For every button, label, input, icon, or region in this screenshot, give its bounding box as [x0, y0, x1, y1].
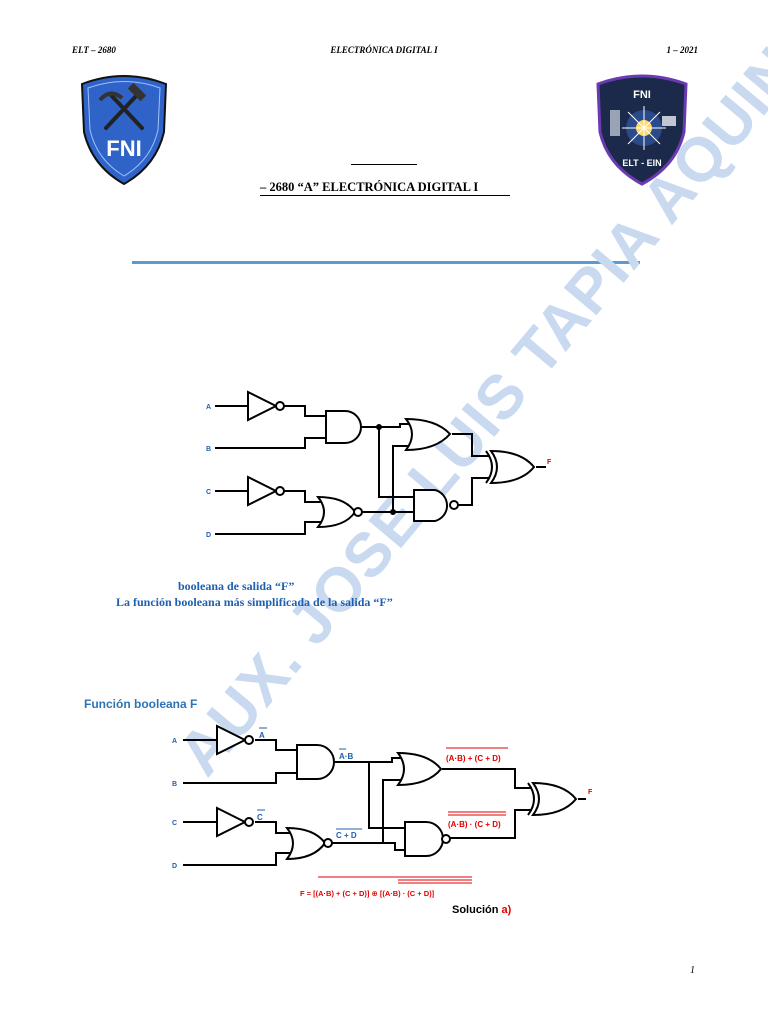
- logo-right-bottom-text: ELT - EIN: [622, 158, 661, 168]
- nand-gate-out-solution: [404, 821, 444, 857]
- not-gate-c: [247, 475, 279, 507]
- input-label-b-solution: B: [172, 781, 177, 788]
- divider-rule: [132, 261, 640, 264]
- not-gate-a: [247, 390, 279, 422]
- label-nor-cd: C + D: [336, 831, 357, 840]
- page-number: 1: [690, 965, 695, 976]
- input-label-d: D: [206, 532, 211, 539]
- input-label-c-solution: C: [172, 820, 177, 827]
- f-expression: F = [(A·B) + (C + D)] ⊕ [(A·B) · (C + D)…: [300, 889, 435, 898]
- label-or-output: (A·B) + (C + D): [446, 754, 501, 763]
- and-gate-ab: [325, 410, 362, 444]
- label-not-c: C: [257, 813, 263, 822]
- header-course-code: ELT – 2680: [72, 45, 116, 55]
- output-label-f-solution: F: [588, 789, 593, 796]
- not-gate-c-solution: [216, 806, 248, 838]
- label-and-ab: A·B: [339, 752, 353, 761]
- solution-text: Solución: [452, 904, 499, 916]
- question-a: booleana de salida “F”: [178, 579, 295, 593]
- input-label-c: C: [206, 489, 211, 496]
- input-label-a-solution: A: [172, 738, 177, 745]
- section-title: Función booleana F: [84, 697, 198, 711]
- and-gate-ab-solution: [296, 744, 335, 780]
- header-course-name: ELECTRÓNICA DIGITAL I: [330, 45, 438, 55]
- output-label-f: F: [547, 459, 552, 466]
- nor-gate-cd: [315, 495, 357, 529]
- question-b: La función booleana más simplificada de …: [116, 595, 393, 609]
- input-label-d-solution: D: [172, 863, 177, 870]
- header-term: 1 – 2021: [666, 45, 699, 55]
- xor-gate-f-solution: [531, 781, 578, 817]
- nor-gate-cd-solution: [284, 826, 327, 861]
- course-title: – 2680 “A” ELECTRÓNICA DIGITAL I: [260, 180, 510, 196]
- label-not-a: A: [259, 731, 265, 740]
- elt-ein-logo: FNI ELT - EIN: [596, 74, 688, 186]
- xor-gate-f: [489, 449, 536, 485]
- input-label-b: B: [206, 446, 211, 453]
- or-gate-out: [403, 417, 452, 452]
- logo-left-text: FNI: [106, 136, 141, 161]
- logo-right-top-text: FNI: [633, 89, 651, 101]
- circuit-1-wires: [215, 405, 546, 535]
- not-gate-a-solution: [216, 724, 248, 756]
- nand-gate-out: [413, 489, 448, 522]
- circuit-2-wires: [183, 739, 586, 866]
- title-rule: [351, 164, 417, 165]
- or-gate-out-solution: [396, 751, 443, 787]
- circuit-2-gates: [216, 724, 578, 861]
- circuit-1-gates: [247, 390, 536, 529]
- fni-logo: FNI: [80, 75, 168, 186]
- solution-letter: a): [501, 904, 512, 916]
- input-label-a: A: [206, 404, 211, 411]
- solution-label: Solución a): [452, 904, 511, 916]
- label-and-output: (A·B) · (C + D): [448, 820, 501, 829]
